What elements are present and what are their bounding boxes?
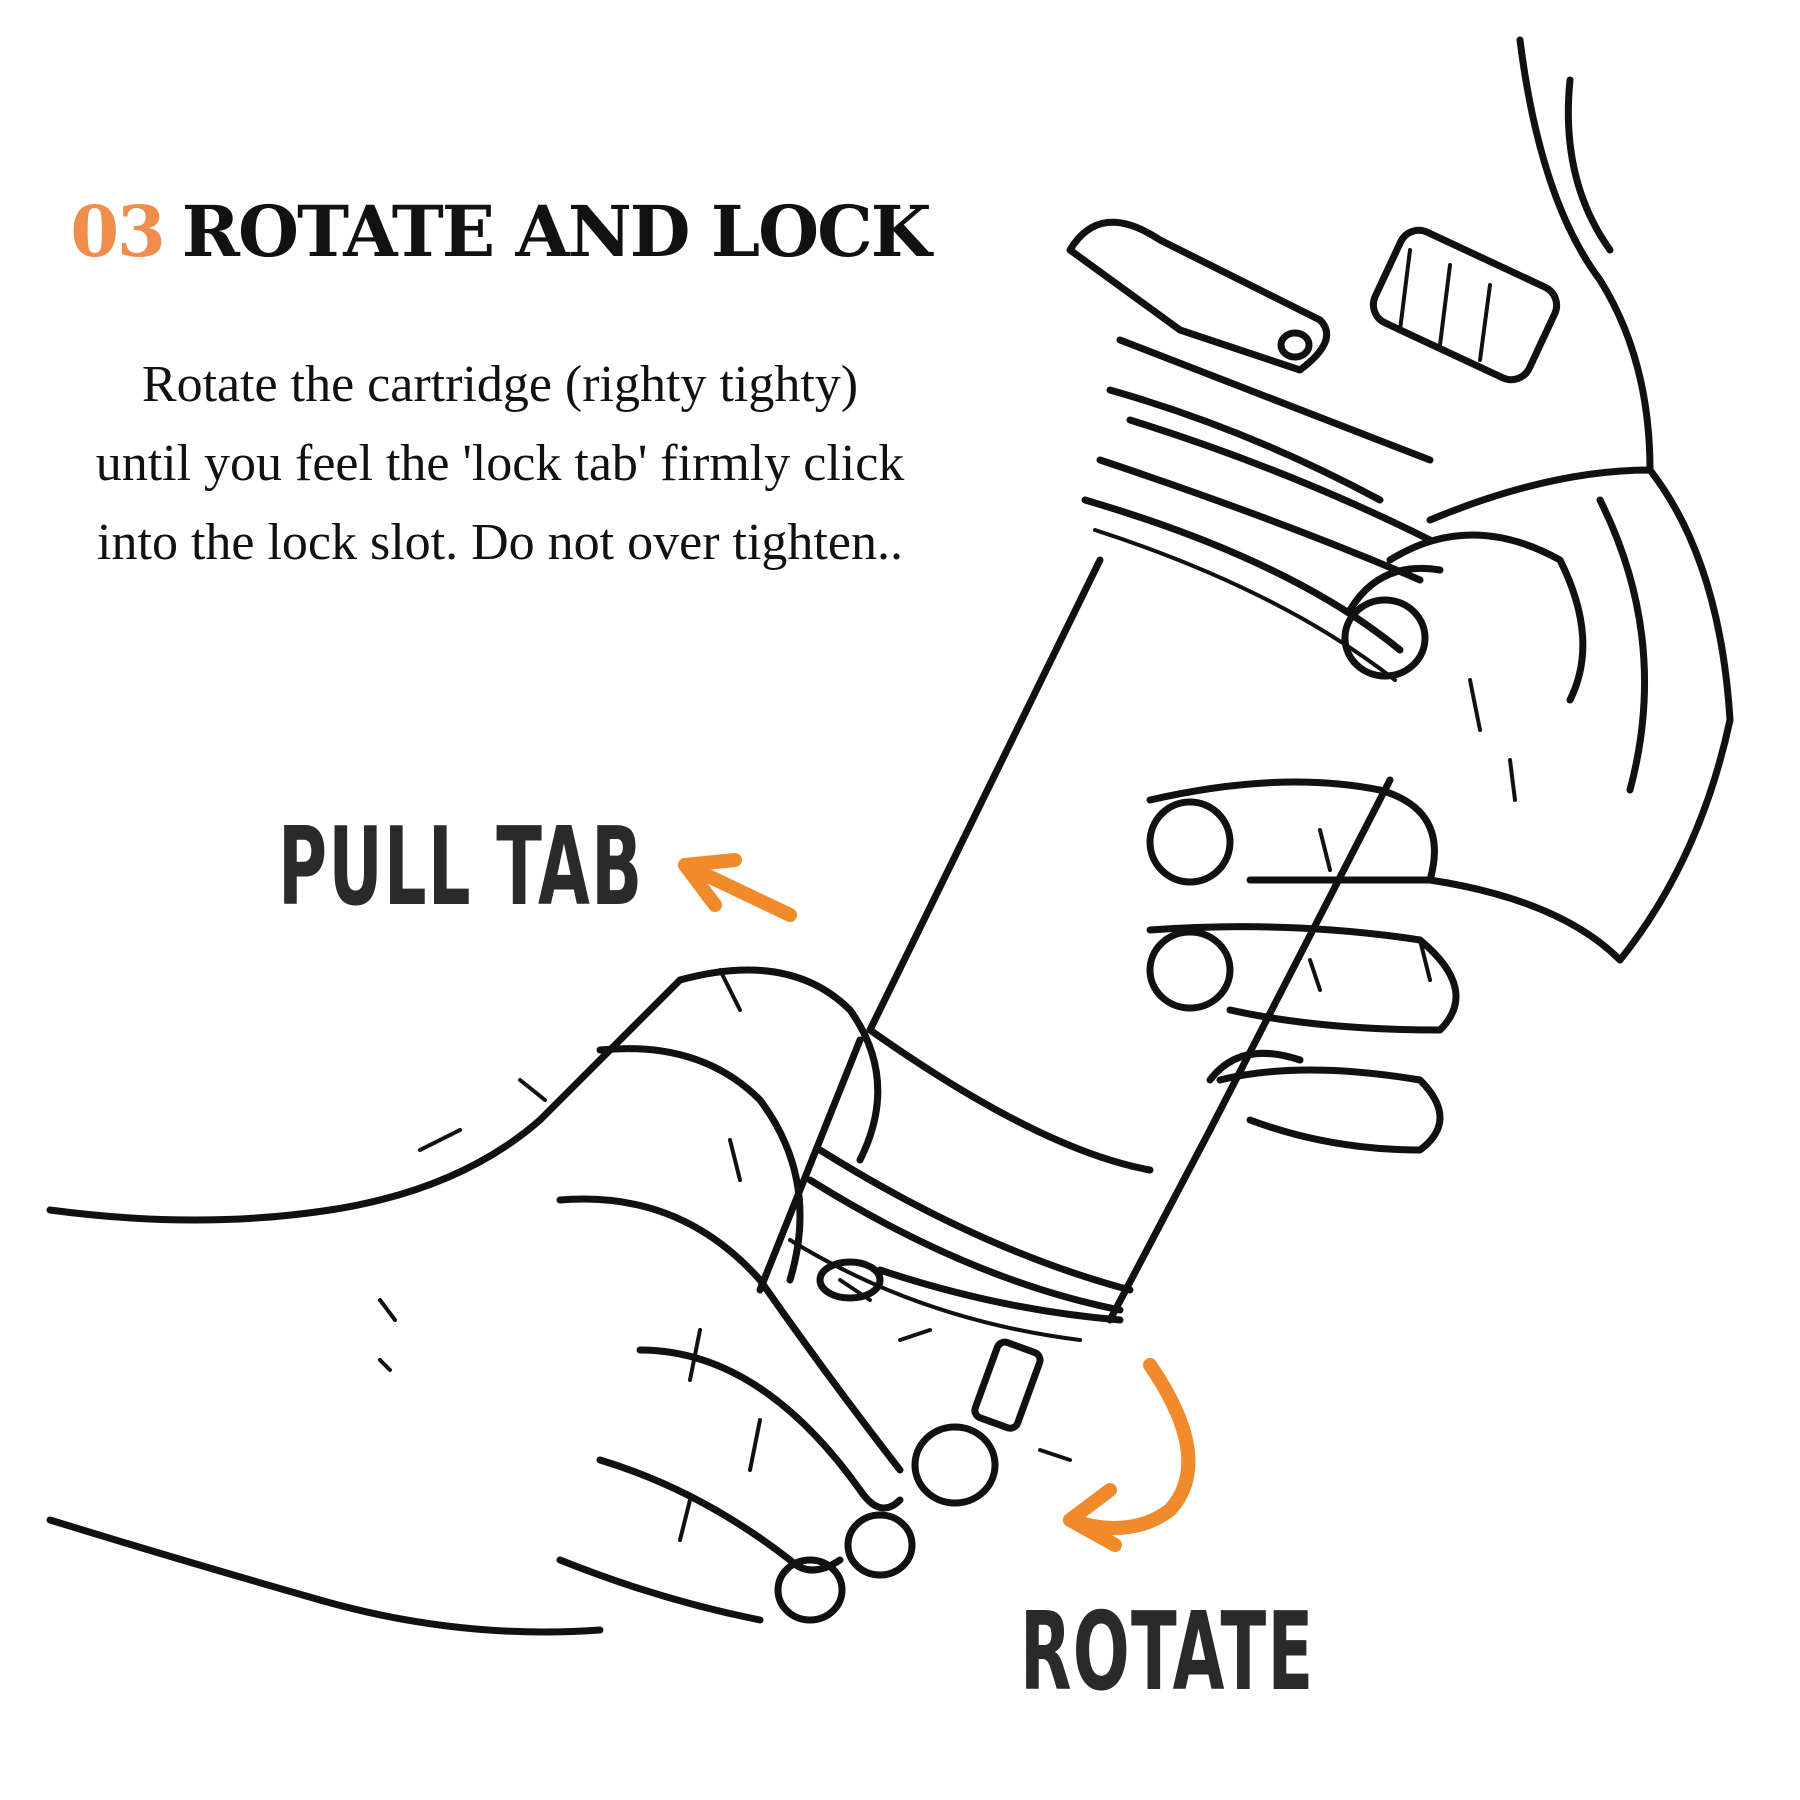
instruction-text: Rotate the cartridge (righty tighty) unt… xyxy=(0,345,1000,582)
instruction-line-2: until you feel the 'lock tab' firmly cli… xyxy=(95,435,905,492)
bottle xyxy=(756,218,1561,1462)
instruction-line-1: Rotate the cartridge (righty tighty) xyxy=(141,356,859,413)
pull-tab-label: PULL TAB xyxy=(278,805,644,930)
rotate-label: ROTATE xyxy=(1020,1590,1315,1715)
instruction-line-3: into the lock slot. Do not over tighten.… xyxy=(97,514,903,571)
step-title: ROTATE AND LOCK xyxy=(181,190,932,273)
step-number: 03 xyxy=(70,190,165,273)
right-hand xyxy=(1146,36,1734,1154)
left-hand xyxy=(46,966,999,1636)
pull-tab-arrow-icon xyxy=(678,853,797,922)
rotate-arrow-icon xyxy=(1063,1358,1196,1552)
